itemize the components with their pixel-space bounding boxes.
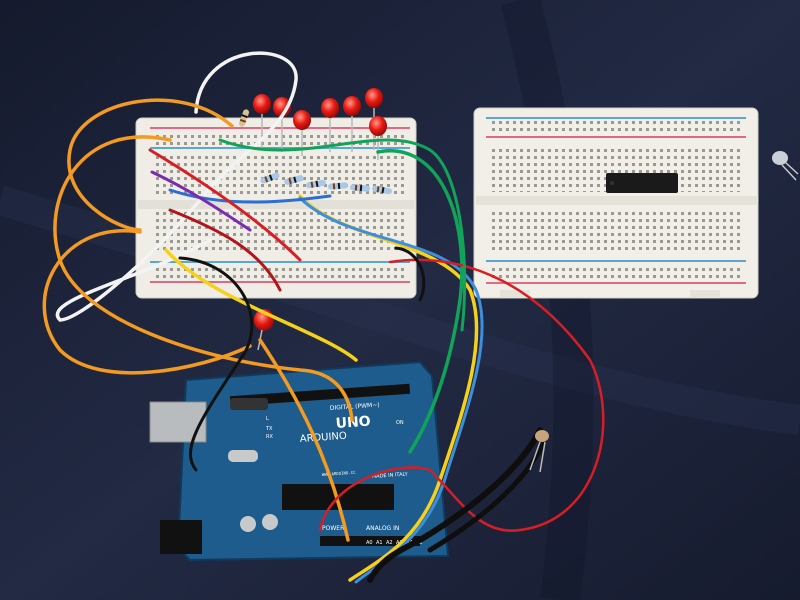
arduino-uno-board: ARDUINO UNO DIGITAL (PWM~) POWER ANALOG … [149,360,450,562]
arduino-url-label: WWW.ARDUINO.CC [322,470,357,477]
analog-pin-a1: A1 [376,540,383,546]
led-label-rx: RX [266,434,273,440]
analog-in-label: ANALOG IN [366,525,399,532]
made-in-italy-label: MADE IN ITALY [372,471,409,480]
breadboard-right [473,107,759,299]
photoresistor-sensor [529,430,549,473]
led-label-tx: TX [265,426,273,432]
jumper-wires [42,51,605,584]
power-label: POWER [322,525,344,532]
clear-led [772,151,799,181]
arduino-model-text: UNO [335,414,371,432]
ic-chip [606,173,678,193]
led-label-on: ON [396,420,404,426]
analog-pin-a2: A2 [386,540,393,546]
led-label-l: L [266,416,269,422]
analog-pin-a0: A0 [366,540,373,546]
resistors [238,109,392,195]
digital-pwm-label: DIGITAL (PWM~) [330,402,380,412]
